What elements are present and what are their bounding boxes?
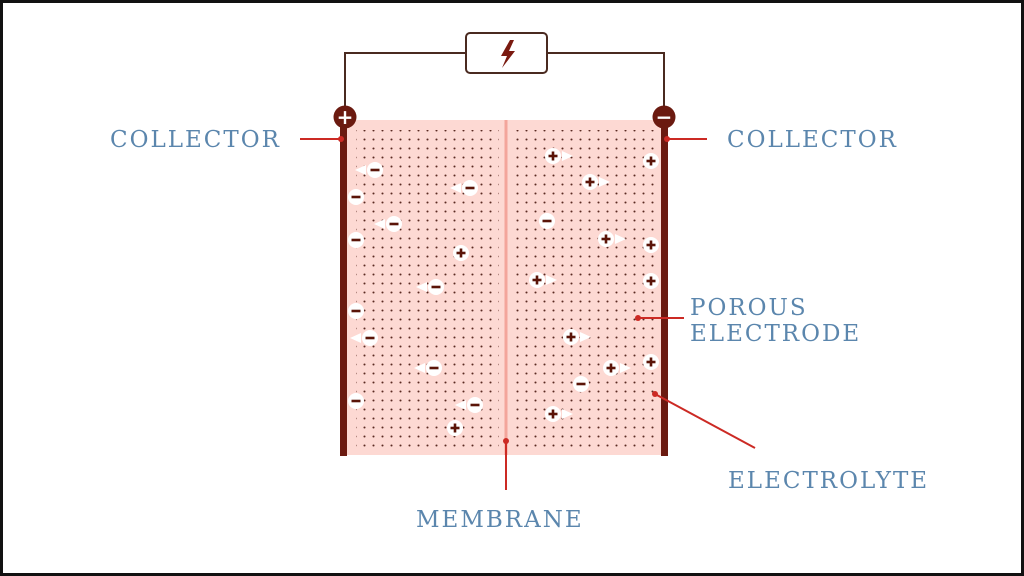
positive-ion-right-9	[603, 360, 631, 376]
label-porous-electrode: POROUS ELECTRODE	[690, 295, 861, 347]
negative-ion-left-9	[414, 360, 442, 376]
negative-ion-right-3	[539, 213, 555, 229]
negative-ion-left-7	[348, 303, 364, 319]
lightning-bolt-icon	[501, 40, 515, 68]
negative-ion-right-11	[573, 376, 589, 392]
negative-ion-left-10	[348, 393, 364, 409]
circuit-wire	[344, 52, 665, 108]
pointer-dot-porous-electrode	[635, 315, 641, 321]
negative-ion-left-3	[374, 216, 402, 232]
positive-ion-right-4	[598, 231, 626, 247]
positive-ion-right-10	[643, 354, 659, 370]
svg-text:+: +	[337, 105, 354, 129]
negative-terminal: −	[652, 105, 676, 129]
power-source	[465, 32, 548, 74]
svg-text:−: −	[656, 105, 673, 129]
negative-ion-left-6	[416, 279, 444, 295]
negative-ion-left-8	[350, 330, 378, 346]
label-electrolyte: ELECTROLYTE	[728, 468, 930, 494]
pointer-dot-collector-right	[664, 136, 670, 142]
positive-ion-right-8	[563, 329, 591, 345]
collector-left	[340, 120, 347, 456]
negative-ion-left-4	[348, 232, 364, 248]
negative-ion-left-2	[348, 189, 364, 205]
positive-ion-right-1	[643, 153, 659, 169]
positive-ion-left-12	[447, 420, 463, 436]
label-porous-line2: ELECTRODE	[690, 321, 862, 347]
pointer-dot-collector-left	[338, 136, 344, 142]
ions-layer	[348, 148, 659, 436]
positive-terminal: +	[333, 105, 357, 129]
pointer-electrolyte	[654, 393, 756, 449]
positive-ion-right-7	[643, 273, 659, 289]
positive-ion-right-5	[643, 237, 659, 253]
negative-ion-left-11	[455, 397, 483, 413]
positive-ion-right-6	[529, 272, 557, 288]
label-porous-line1: POROUS	[690, 295, 808, 321]
collector-right	[661, 120, 668, 456]
positive-ion-left-5	[453, 245, 469, 261]
positive-ion-right-0	[545, 148, 573, 164]
negative-ion-left-1	[450, 180, 478, 196]
pointer-dot-electrolyte	[652, 391, 658, 397]
label-collector-left: COLLECTOR	[110, 127, 281, 153]
positive-ion-right-12	[545, 406, 573, 422]
positive-ion-right-2	[582, 174, 610, 190]
pointer-dot-membrane	[503, 438, 509, 444]
label-collector-right: COLLECTOR	[727, 127, 898, 153]
label-membrane: MEMBRANE	[416, 507, 584, 533]
negative-ion-left-0	[355, 162, 383, 178]
